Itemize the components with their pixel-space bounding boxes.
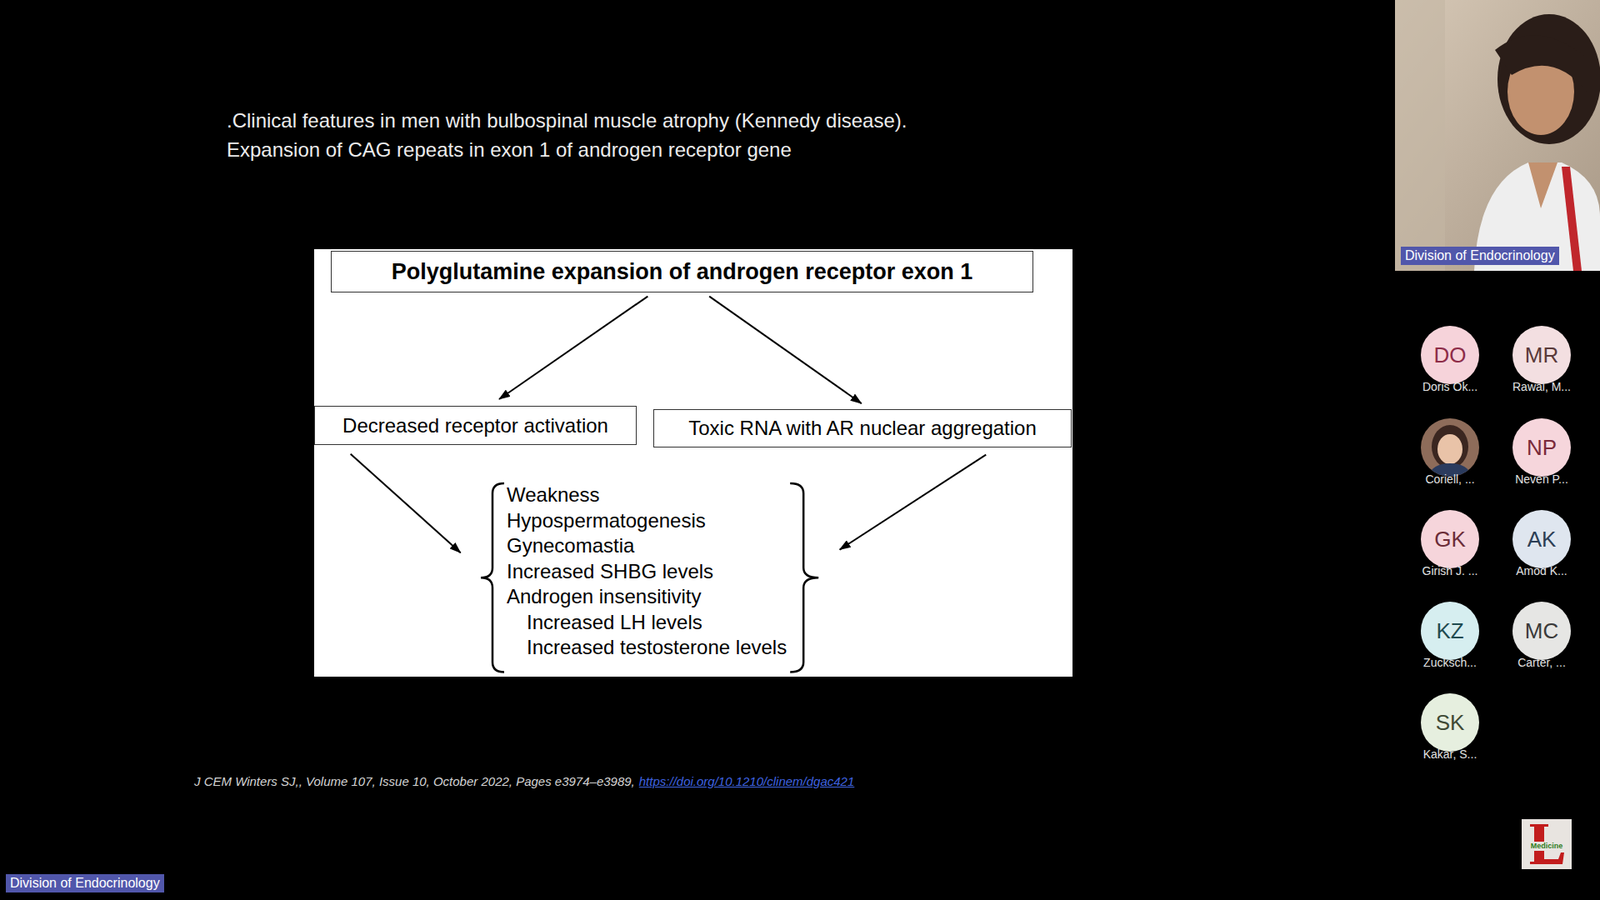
participant-name: Amod K... [1515,564,1567,578]
participant-initials: MR [1512,325,1571,385]
feature-item: Increased SHBG levels [506,559,787,585]
participant-initials: NP [1512,418,1571,477]
citation-link: https://doi.org/10.1210/clinem/dgac421 [639,774,855,789]
participant-name: Carter, ... [1517,655,1566,670]
participant-name: Rawal, M... [1512,380,1571,394]
participant-initials: MC [1512,601,1571,660]
box-label: Decreased receptor activation [342,414,609,438]
citation: J CEM Winters SJ,, Volume 107, Issue 10,… [194,774,635,789]
feature-item: Increased LH levels [506,610,787,636]
cause-box: Polyglutamine expansion of androgen rece… [330,250,1034,293]
feature-item: Androgen insensitivity [506,584,787,610]
feature-item: Weakness [506,482,787,509]
box-label: Toxic RNA with AR nuclear aggregation [688,416,1037,440]
arrow-connector [709,296,862,404]
arrow-connector [499,296,648,400]
participant-name: Coriell, ... [1425,472,1475,486]
participant-initials: DO [1420,325,1480,385]
logo-text: Medicine [1530,841,1565,851]
participant-name: Doris Ok... [1422,380,1478,394]
arrow-connector [350,454,461,554]
feature-item: Gynecomastia [506,533,787,560]
mechanism-box: Decreased receptor activation [314,405,637,445]
brace-right [790,483,819,673]
video-caption: Division of Endocrinology [5,874,165,893]
video-thumbnail [1395,0,1600,271]
feature-item: Hypospermatogenesis [506,508,787,535]
participant-initials: GK [1420,510,1480,569]
participant-name: Zucksch... [1423,655,1477,670]
mechanism-box: Toxic RNA with AR nuclear aggregation [653,409,1072,448]
participant-initials: AK [1512,510,1571,569]
video-caption: Division of Endocrinology [1400,246,1560,265]
participant-name: Girish J. ... [1422,564,1479,578]
arrow-connector [840,455,987,550]
participant-initials: KZ [1420,601,1480,660]
features-bracket: WeaknessHypospermatogenesisGynecomastiaI… [479,481,820,675]
box-label: Polyglutamine expansion of androgen rece… [391,259,974,285]
participant-name: Neven P... [1515,472,1569,486]
slide-title: .Clinical features in men with bulbospin… [226,105,1002,165]
participant-initials: SK [1420,693,1480,752]
participant-photo [1420,418,1480,477]
participant-name: Kakar, S... [1423,747,1478,761]
feature-item: Increased testosterone levels [506,635,787,661]
brace-left [480,483,505,673]
